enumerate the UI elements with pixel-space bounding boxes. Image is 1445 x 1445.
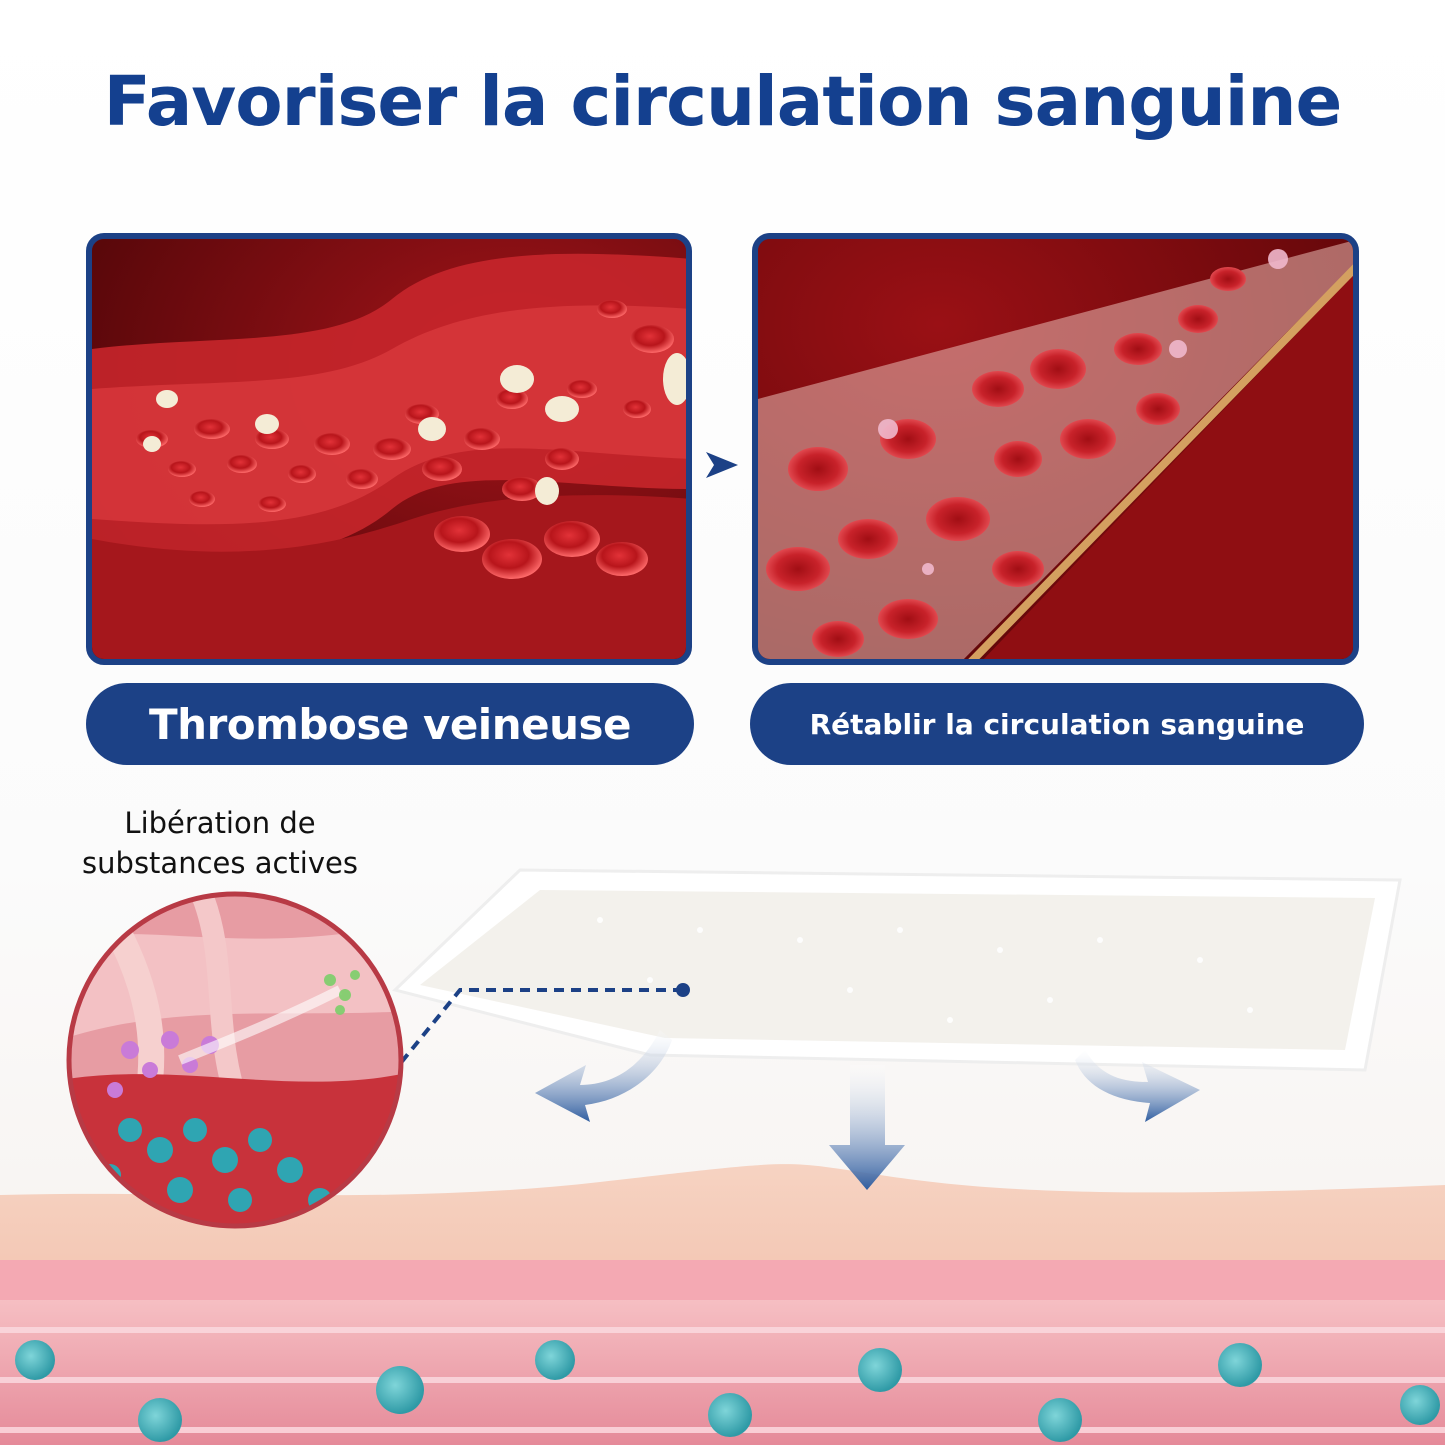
arrow-down-left-icon	[535, 1030, 672, 1122]
release-label-line1: Libération de	[124, 806, 316, 840]
release-label: Libération de substances actives	[40, 803, 400, 883]
thrombosis-image-panel	[86, 233, 692, 665]
arrow-down-icon	[829, 1065, 905, 1190]
restore-circulation-label: Rétablir la circulation sanguine	[750, 683, 1364, 765]
magnified-tissue-circle	[66, 891, 404, 1229]
patch-skin-illustration	[0, 868, 1445, 1445]
arrow-down-right-icon	[1075, 1050, 1200, 1122]
chevron-right-icon	[706, 452, 738, 478]
blood-clot-vein-image	[92, 239, 686, 659]
thrombosis-label: Thrombose veineuse	[86, 683, 694, 765]
restored-blood-flow-image	[758, 239, 1353, 659]
restored-flow-image-panel	[752, 233, 1359, 665]
release-label-line2: substances actives	[82, 846, 358, 880]
page-title: Favoriser la circulation sanguine	[103, 62, 1343, 142]
